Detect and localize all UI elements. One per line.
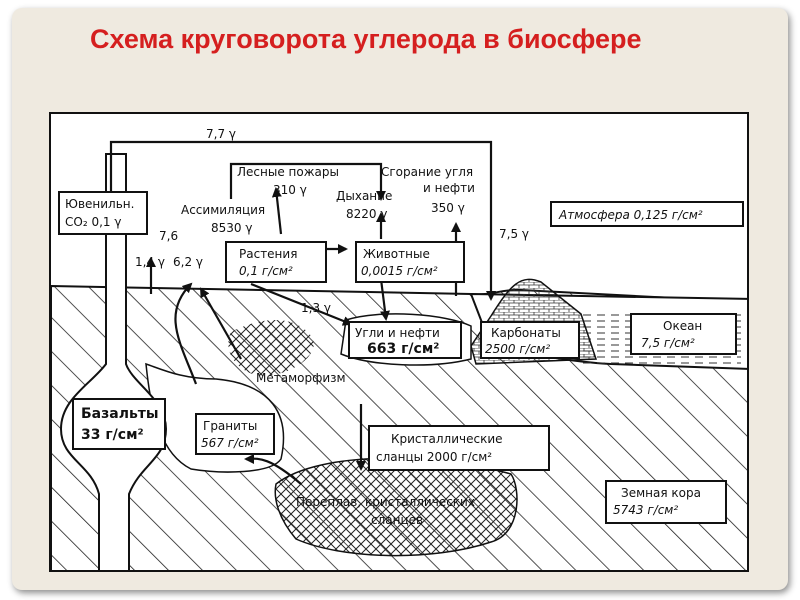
box-animals-line1: Животные [363,247,430,261]
box-basalts-line1: Базальты [81,406,159,422]
box-granites-line2: 567 г/см² [201,436,259,450]
box-carbonates-line1: Карбонаты [491,326,561,340]
label-metamorphism: Метаморфизм [256,371,346,385]
arrow-assimilation [271,187,283,235]
label-assimilation-value: 8530 γ [211,221,252,235]
box-coal-oil-line1: Угли и нефти [355,326,440,340]
box-schists [368,425,550,471]
label-respiration: Дыхание [336,189,392,203]
box-schists-line1: Кристаллические [391,432,503,446]
box-juvenile-line1: Ювенильн. [65,197,134,211]
label-respiration-value: 8220 γ [346,207,387,221]
box-crust-line2: 5743 г/см² [613,503,678,517]
label-split-right: 6,2 γ [173,255,203,269]
label-to-coal: 1,3 γ [301,301,331,315]
box-schists-line2: сланцы 2000 г/см² [376,450,492,464]
label-combustion-value: 350 γ [431,201,465,215]
box-plants-line2: 0,1 г/см² [239,264,293,278]
arrow-forest-fires [229,162,386,201]
arrow-animals-coal [379,278,390,321]
arrow-top-cycle [109,140,496,301]
label-to-atmosphere: 7,5 γ [499,227,529,241]
metamorphism-zone [228,320,314,376]
box-plants [225,241,327,283]
arrow-plants-coal [250,282,353,326]
label-basalt-flow: 7,6 [159,229,178,243]
carbon-cycle-diagram: 7,7 γ Лесные пожары 310 γ Ассимиляция 85… [49,112,749,572]
box-carbonates-line2: 2500 г/см² [485,342,550,356]
box-atmosphere-label: Атмосфера 0,125 г/см² [558,208,703,222]
box-basalts-line2: 33 г/см² [81,427,144,443]
box-crust-line1: Земная кора [621,486,701,500]
label-assimilation: Ассимиляция [181,203,265,217]
remelting-line1: Переплав, кристаллических [296,495,475,509]
box-basalts [72,398,166,450]
box-juvenile [58,191,148,235]
label-top-flow: 7,7 γ [206,127,236,141]
box-granites-line1: Граниты [203,419,257,433]
box-crust [605,480,727,524]
box-ocean-line2: 7,5 г/см² [641,336,695,350]
label-combustion: Сгорание угля [381,165,473,179]
box-atmosphere [550,201,744,227]
label-split-left: 1,4 γ [135,255,165,269]
box-granites [195,413,275,455]
box-carbonates [480,321,580,359]
box-animals [355,241,465,283]
slide-title: Схема круговорота углерода в биосфере [90,24,642,54]
label-forest-fires: Лесные пожары [237,165,339,179]
box-plants-line1: Растения [239,247,297,261]
arrow-remelt-granite [244,453,302,485]
label-combustion-2: и нефти [423,181,475,195]
box-ocean [630,313,737,355]
box-ocean-line1: Океан [663,319,702,333]
arrow-metamorphism [200,287,242,360]
box-coal-oil-line2: 663 г/см² [367,341,439,357]
remelting-line2: сланцев [371,513,423,527]
box-coal-oil [348,321,462,359]
arrow-granite-up [174,282,198,385]
label-forest-fires-value: 310 γ [273,183,307,197]
box-juvenile-line2: CO₂ 0,1 γ [65,215,121,229]
box-animals-line2: 0,0015 г/см² [361,264,438,278]
